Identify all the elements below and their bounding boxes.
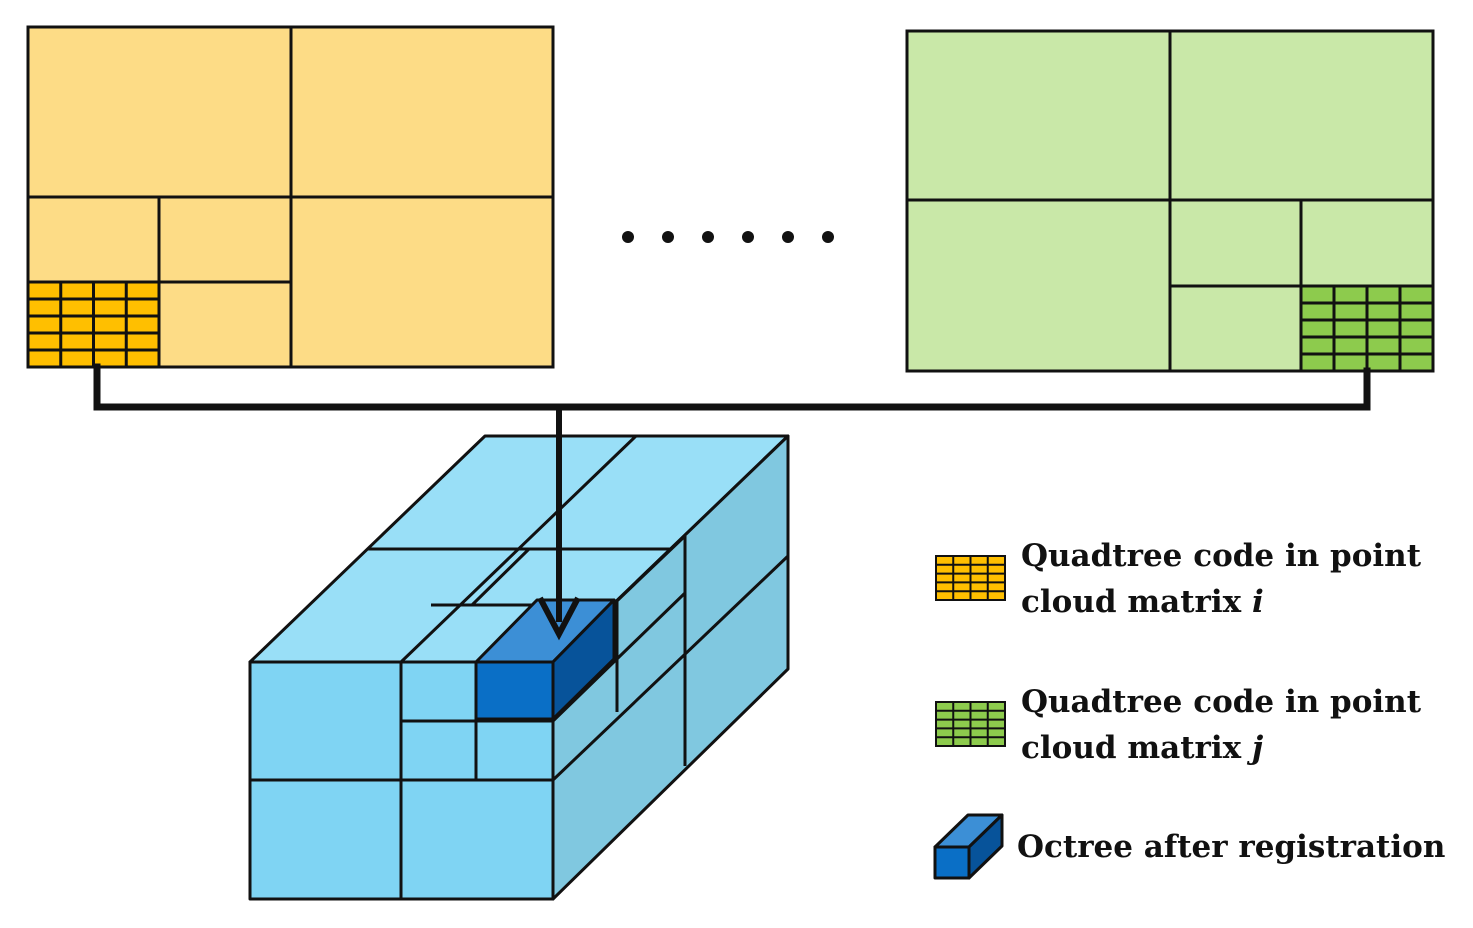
blue-cuboid-icon [933,813,1004,880]
legend-i-line1: Quadtree code in point [1021,538,1422,574]
yellow-grid-icon [935,555,1006,601]
octree-cuboid [248,434,790,901]
legend-i-line2: cloud matrix i [1021,579,1421,625]
ellipsis-dots [622,231,834,243]
quadtree-code-i [26,280,161,369]
registration-arrow [537,407,581,641]
connector [93,363,1371,411]
legend-j-line1: Quadtree code in point [1021,684,1422,720]
legend-j-var: j [1251,730,1264,766]
registered-octree-voxel [474,598,616,721]
green-grid-icon [935,701,1006,747]
legend-j-line2: cloud matrix j [1021,725,1421,771]
legend-label-i: Quadtree code in point cloud matrix i [1021,533,1421,625]
voxel-front [474,660,555,721]
legend-octree-line1: Octree after registration [1017,829,1446,865]
legend-i-var: i [1251,584,1264,620]
legend-j-line2-prefix: cloud matrix [1021,730,1252,766]
legend-label-j: Quadtree code in point cloud matrix j [1021,679,1421,771]
quadtree-panel-j [905,29,1435,373]
legend-i-line2-prefix: cloud matrix [1021,584,1252,620]
legend-label-octree: Octree after registration [1017,824,1445,870]
quadtree-code-j [1299,284,1435,373]
